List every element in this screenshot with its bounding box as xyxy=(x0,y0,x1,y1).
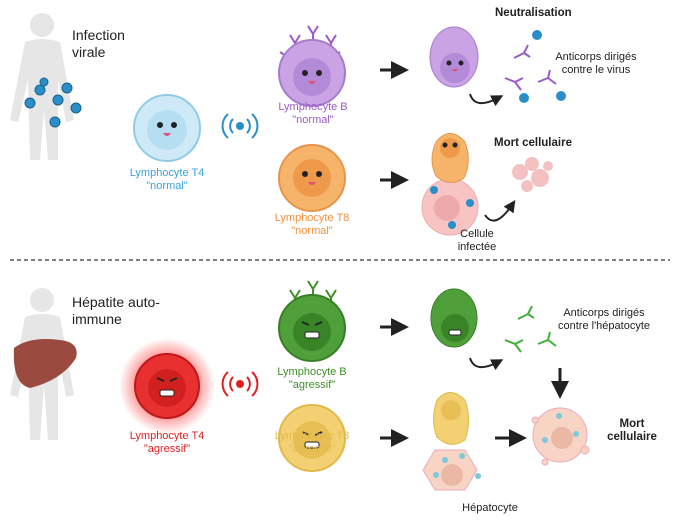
label-t4-normal: Lymphocyte T4"normal" xyxy=(130,167,205,193)
arrows xyxy=(380,61,569,447)
antibodies-purple xyxy=(504,44,557,91)
label-hepatocyte: Hépatocyte xyxy=(462,502,518,514)
label-line: "normal" xyxy=(292,114,334,126)
lymphocyte-t4-normal xyxy=(133,94,201,162)
label-line: contre le virus xyxy=(561,64,631,76)
label-line: "agressif" xyxy=(143,443,191,455)
lymphocyte-b-normal xyxy=(278,25,346,107)
label-neutralisation: Neutralisation xyxy=(495,7,572,19)
label-line: "normal" xyxy=(291,225,333,237)
plasma-cell-purple xyxy=(429,26,479,88)
label-line: cellulaire xyxy=(607,431,657,443)
section-title-hepatitis: Hépatite auto-immune xyxy=(72,294,160,328)
curved-arrows xyxy=(469,93,516,371)
lymphocyte-t8-agressif xyxy=(278,404,346,472)
liver-icon xyxy=(13,339,77,388)
dead-hepatocyte xyxy=(531,407,590,466)
label-t8-normal: Lymphocyte T8"normal" xyxy=(275,212,350,238)
signal-waves-icon xyxy=(221,113,259,139)
label-line: Cellule xyxy=(460,228,494,240)
label-line: Mort xyxy=(619,418,645,430)
label-cell-death-top: Mort cellulaire xyxy=(494,137,572,149)
label-t8-agressif: Lymphocyte T8"agressif" xyxy=(275,430,350,456)
t8-attacking-hepatocyte xyxy=(422,392,481,491)
t8-attacking-infected-cell xyxy=(421,133,479,236)
label-t4-agressif: Lymphocyte T4"agressif" xyxy=(130,430,205,456)
virus-icons xyxy=(24,77,82,128)
label-line: Lymphocyte T4 xyxy=(129,430,205,442)
antibodies-green xyxy=(504,305,557,353)
label-line: Anticorps dirigés xyxy=(563,307,645,319)
plasma-cell-green xyxy=(430,288,478,348)
label-line: Lymphocyte T4 xyxy=(129,167,205,179)
label-b-normal: Lymphocyte B"normal" xyxy=(278,101,347,127)
title-line: Infection xyxy=(72,27,125,43)
label-line: "agressif" xyxy=(288,443,336,455)
viruses-antibodies xyxy=(519,30,566,103)
label-line: Lymphocyte T8 xyxy=(274,430,350,442)
label-line: "agressif" xyxy=(288,379,336,391)
human-silhouette-top xyxy=(10,13,74,160)
label-line: Anticorps dirigés xyxy=(555,51,637,63)
signal-waves-red-icon xyxy=(221,371,259,397)
label-line: infectée xyxy=(457,241,497,253)
label-line: Lymphocyte T8 xyxy=(274,212,350,224)
title-line: Hépatite auto- xyxy=(72,294,160,310)
label-line: Lymphocyte B xyxy=(278,101,348,113)
label-line: "normal" xyxy=(146,180,188,192)
label-line: contre l'hépatocyte xyxy=(558,320,650,332)
label-line: Lymphocyte B xyxy=(277,366,347,378)
dead-cell-fragments-top xyxy=(512,157,553,192)
title-line: immune xyxy=(72,311,122,327)
lymphocyte-t8-normal xyxy=(278,144,346,212)
lymphocyte-t4-agressif xyxy=(119,338,215,434)
label-b-agressif: Lymphocyte B"agressif" xyxy=(277,366,346,392)
title-line: virale xyxy=(72,44,106,60)
lymphocyte-b-agressif xyxy=(278,280,346,362)
